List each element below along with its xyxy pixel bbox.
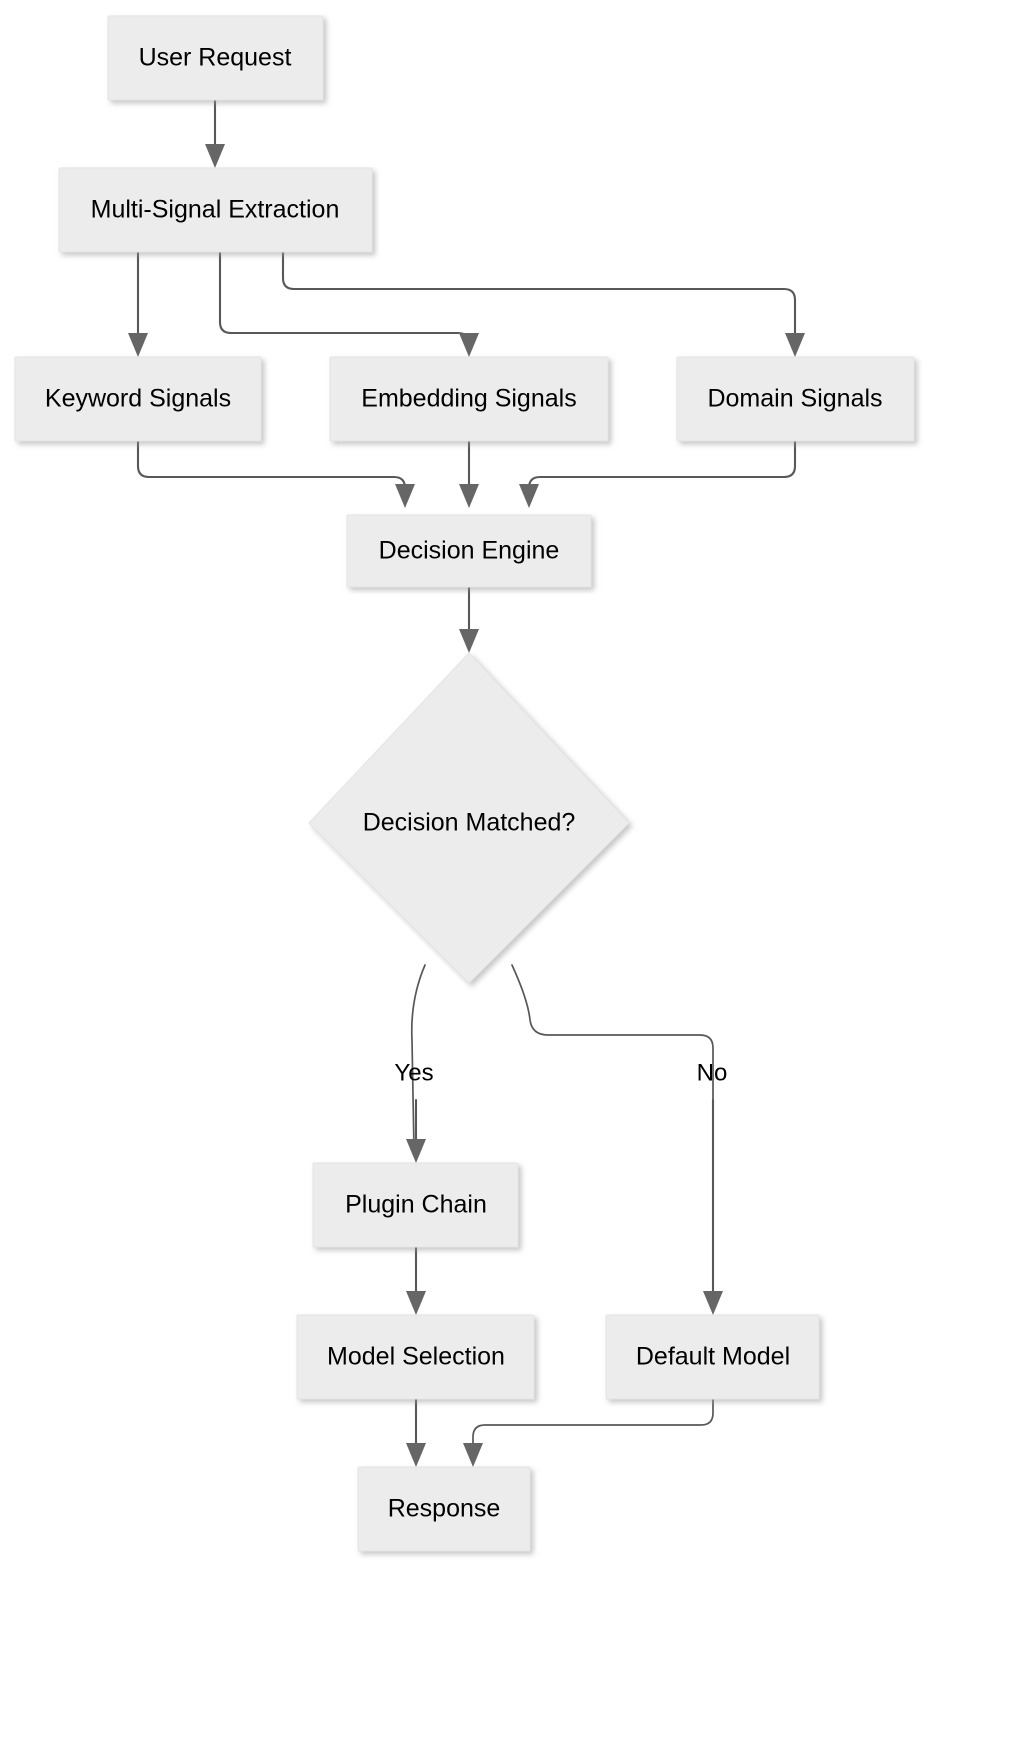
node-keyword-signals[interactable]: Keyword Signals bbox=[14, 356, 262, 442]
edge-default-model-to-response bbox=[463, 1398, 714, 1467]
node-plugin-chain-label: Plugin Chain bbox=[345, 1191, 487, 1219]
edge-domain-signals-to-decision-engine bbox=[519, 439, 797, 508]
edge-multi-signal-to-embedding-signals bbox=[218, 250, 479, 357]
node-embedding-signals[interactable]: Embedding Signals bbox=[329, 356, 609, 442]
edge-decision-engine-to-decision-matched bbox=[459, 585, 479, 653]
node-default-model-label: Default Model bbox=[636, 1343, 790, 1371]
edge-label-no: No bbox=[697, 1059, 728, 1086]
node-default-model[interactable]: Default Model bbox=[605, 1314, 820, 1400]
node-decision-matched-label: Decision Matched? bbox=[363, 809, 576, 837]
edge-multi-signal-to-keyword-signals bbox=[128, 250, 148, 357]
node-user-request-label: User Request bbox=[139, 44, 292, 72]
node-model-selection-label: Model Selection bbox=[327, 1343, 505, 1371]
node-decision-engine-label: Decision Engine bbox=[379, 537, 560, 565]
node-model-selection[interactable]: Model Selection bbox=[296, 1314, 535, 1400]
node-user-request[interactable]: User Request bbox=[107, 15, 324, 101]
node-multi-signal-extraction-label: Multi-Signal Extraction bbox=[91, 196, 340, 224]
node-domain-signals[interactable]: Domain Signals bbox=[676, 356, 915, 442]
edge-label-layer: Yes No bbox=[394, 1059, 727, 1086]
edge-user-request-to-multi-signal bbox=[205, 98, 225, 168]
node-multi-signal-extraction[interactable]: Multi-Signal Extraction bbox=[58, 167, 373, 253]
edge-decision-matched-no-to-default-model bbox=[511, 964, 723, 1315]
node-plugin-chain[interactable]: Plugin Chain bbox=[312, 1162, 519, 1248]
edge-multi-signal-to-domain-signals bbox=[281, 250, 805, 357]
edge-embedding-signals-to-decision-engine bbox=[459, 439, 479, 508]
node-response[interactable]: Response bbox=[357, 1466, 531, 1552]
node-response-label: Response bbox=[388, 1495, 501, 1523]
node-keyword-signals-label: Keyword Signals bbox=[45, 385, 231, 413]
edge-layer bbox=[128, 98, 805, 1467]
edge-decision-matched-yes-to-plugin-chain bbox=[406, 964, 426, 1163]
edge-model-selection-to-response bbox=[406, 1397, 426, 1467]
edge-keyword-signals-to-decision-engine bbox=[136, 439, 415, 508]
node-embedding-signals-label: Embedding Signals bbox=[361, 385, 576, 413]
edge-plugin-chain-to-model-selection bbox=[406, 1245, 426, 1315]
node-domain-signals-label: Domain Signals bbox=[707, 385, 882, 413]
node-decision-engine[interactable]: Decision Engine bbox=[346, 514, 592, 588]
node-decision-matched[interactable]: Decision Matched? bbox=[308, 652, 630, 984]
node-layer: User Request Multi-Signal Extraction Key… bbox=[14, 15, 915, 1552]
edge-label-yes: Yes bbox=[394, 1059, 433, 1086]
